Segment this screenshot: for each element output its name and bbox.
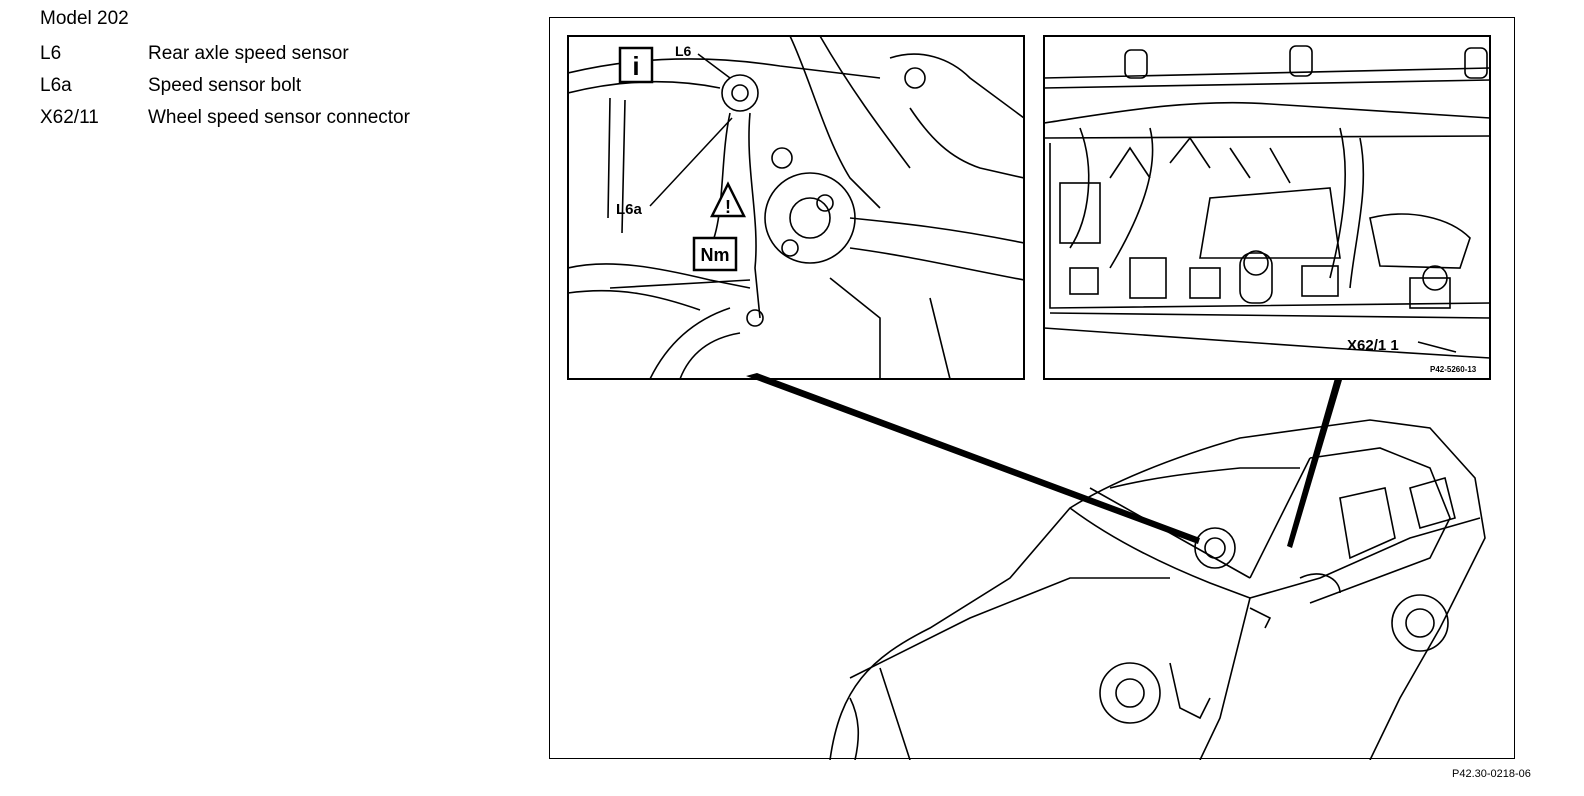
model-heading: Model 202 (40, 8, 129, 29)
legend: Model 202 L6 Rear axle speed sensor L6a … (40, 8, 410, 134)
callout-l6: L6 (675, 43, 692, 59)
figure-reference: P42.30-0218-06 (1452, 768, 1531, 780)
inset-reference: P42-5260-13 (1430, 365, 1477, 374)
leader-l6 (697, 53, 731, 79)
torque-icon (692, 236, 738, 272)
technical-illustration: i L6 L6a ! Nm (549, 17, 1515, 760)
vehicle-outline (829, 419, 1486, 760)
callout-x62-11: X62/1 1 (1347, 337, 1399, 354)
legend-row-l6a: L6a Speed sensor bolt (40, 70, 410, 102)
info-symbol: i (632, 51, 639, 81)
legend-row-x62-11: X62/11 Wheel speed sensor connector (40, 102, 410, 134)
torque-symbol: Nm (700, 245, 729, 265)
warning-symbol: ! (725, 197, 731, 217)
legend-code: X62/11 (40, 107, 99, 128)
leader-x62-11 (1417, 341, 1457, 353)
info-icon (618, 46, 654, 84)
legend-description: Rear axle speed sensor (148, 43, 349, 64)
legend-code: L6 (40, 43, 62, 64)
leader-l6a (649, 117, 733, 207)
warning-icon (709, 181, 747, 218)
connector-linework (1044, 45, 1490, 359)
inset-right-connector-detail: X62/1 1 P42-5260-13 (1043, 35, 1491, 380)
legend-description: Speed sensor bolt (148, 75, 302, 96)
inset-left-sensor-detail: i L6 L6a ! Nm (567, 35, 1025, 380)
legend-code: L6a (40, 75, 72, 96)
pointer-lines (746, 373, 1342, 548)
callout-l6a: L6a (616, 201, 643, 218)
legend-description: Wheel speed sensor connector (148, 107, 410, 128)
legend-row-l6: L6 Rear axle speed sensor (40, 38, 410, 70)
illustration-canvas: i L6 L6a ! Nm (567, 35, 1491, 760)
